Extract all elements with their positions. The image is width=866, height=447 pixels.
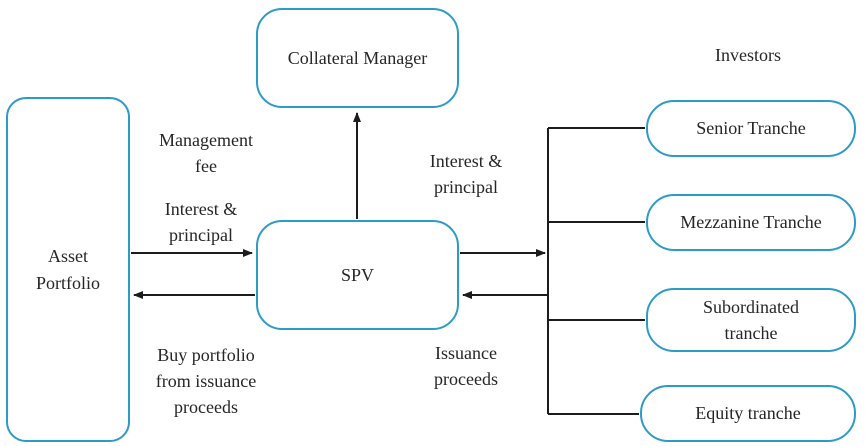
- node-asset-portfolio: Asset Portfolio: [6, 97, 130, 442]
- investors-heading: Investors: [715, 45, 781, 65]
- edge-label-interest-principal-to-investors: Interest & principal: [429, 151, 503, 198]
- edge-label-interest-principal-to-spv: Interest & principal: [164, 199, 238, 246]
- edge-label-issuance-proceeds: Issuance proceeds: [434, 343, 498, 390]
- node-equity-tranche: Equity tranche: [640, 385, 856, 442]
- node-mezzanine-tranche: Mezzanine Tranche: [646, 194, 856, 251]
- node-subordinated-tranche: Subordinated tranche: [646, 288, 856, 352]
- node-spv: SPV: [256, 220, 459, 330]
- node-senior-tranche: Senior Tranche: [646, 100, 856, 157]
- edge-label-buy-portfolio: Buy portfolio from issuance proceeds: [155, 345, 257, 418]
- node-collateral-manager: Collateral Manager: [256, 8, 459, 108]
- edge-label-management-fee: Management fee: [159, 130, 253, 177]
